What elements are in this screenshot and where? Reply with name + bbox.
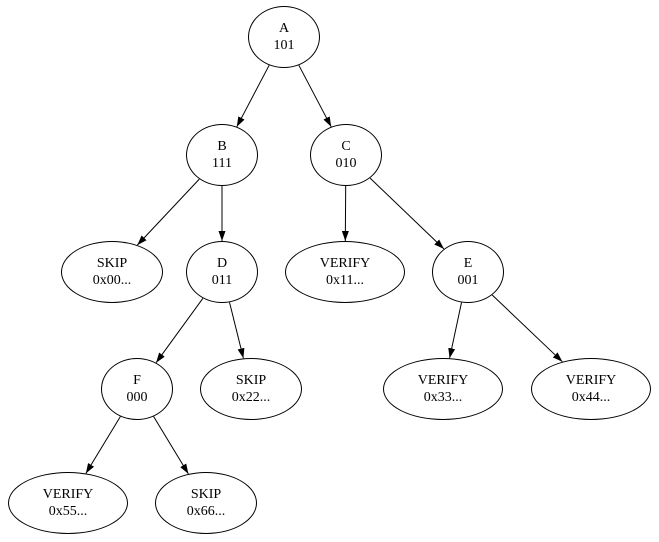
- edge-A-B: [236, 64, 270, 128]
- edge-A-C: [298, 64, 332, 128]
- node-value: 0x66...: [186, 504, 226, 519]
- node-B: B 111: [186, 124, 258, 186]
- edge-D-F: [155, 298, 204, 363]
- node-value: 010: [335, 156, 357, 171]
- node-verify-0x33: VERIFY 0x33...: [383, 358, 503, 420]
- edge-C-E: [369, 177, 445, 250]
- edge-D-skip22: [229, 302, 245, 359]
- node-value: 111: [212, 156, 232, 171]
- edge-E-verify44: [491, 294, 563, 363]
- node-label: VERIFY: [42, 487, 94, 502]
- node-E: E 001: [432, 241, 504, 303]
- node-label: A: [278, 21, 290, 36]
- node-value: 011: [211, 273, 233, 288]
- node-label: B: [217, 139, 227, 154]
- node-value: 001: [457, 273, 479, 288]
- node-C: C 010: [310, 124, 382, 186]
- node-label: SKIP: [96, 256, 128, 271]
- edge-F-verify55: [85, 416, 121, 474]
- node-skip-0x00: SKIP 0x00...: [61, 241, 163, 303]
- node-value: 0x11...: [326, 273, 364, 288]
- node-value: 0x44...: [571, 390, 611, 405]
- edge-F-skip66: [153, 416, 189, 475]
- node-verify-0x55: VERIFY 0x55...: [8, 472, 128, 534]
- node-label: SKIP: [190, 487, 222, 502]
- node-value: 0x00...: [92, 273, 132, 288]
- node-D: D 011: [186, 241, 258, 303]
- node-skip-0x66: SKIP 0x66...: [155, 472, 257, 534]
- node-value: 101: [273, 38, 295, 53]
- node-label: VERIFY: [417, 373, 469, 388]
- node-value: 0x55...: [48, 504, 88, 519]
- node-value: 000: [126, 390, 148, 405]
- node-F: F 000: [101, 358, 173, 420]
- node-value: 0x22...: [231, 390, 271, 405]
- node-verify-0x44: VERIFY 0x44...: [531, 358, 651, 420]
- node-label: F: [133, 373, 141, 388]
- node-label: E: [463, 256, 473, 271]
- node-A: A 101: [248, 6, 320, 68]
- edge-E-verify33: [448, 302, 462, 359]
- node-label: SKIP: [235, 373, 267, 388]
- node-value: 0x33...: [423, 390, 463, 405]
- edge-B-skip00: [136, 178, 200, 246]
- node-label: VERIFY: [565, 373, 617, 388]
- node-label: D: [216, 256, 228, 271]
- node-verify-0x11: VERIFY 0x11...: [285, 241, 405, 303]
- node-label: VERIFY: [319, 256, 371, 271]
- node-skip-0x22: SKIP 0x22...: [200, 358, 302, 420]
- node-label: C: [341, 139, 351, 154]
